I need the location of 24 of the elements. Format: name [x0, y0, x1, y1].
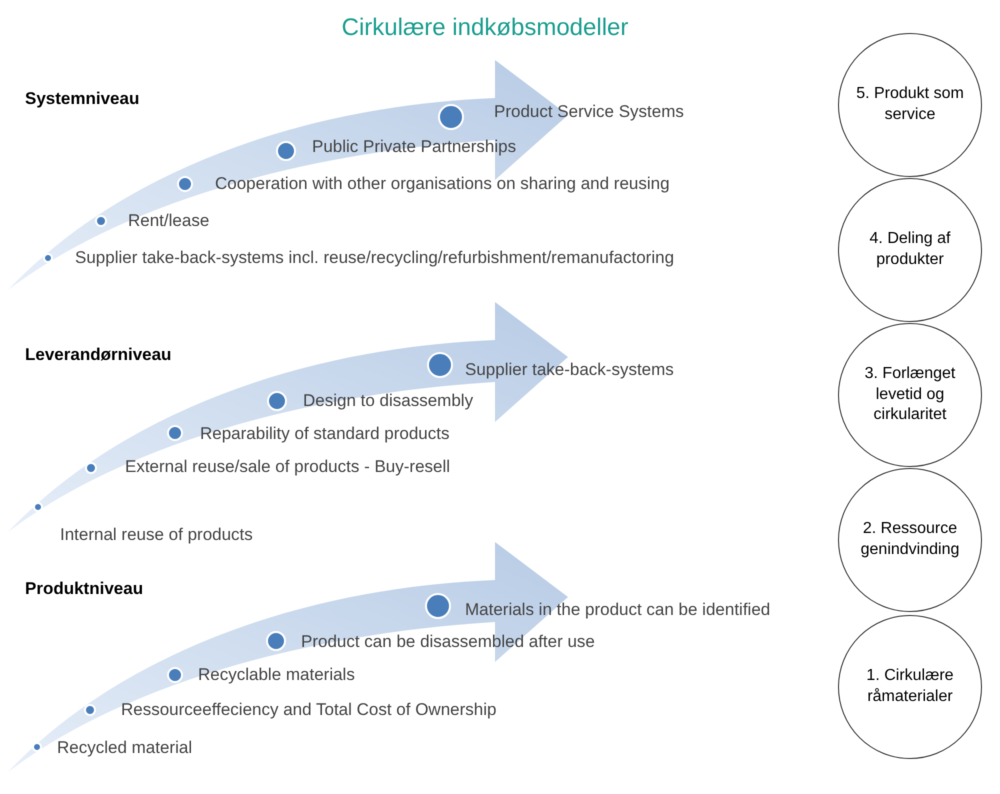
item-text: Ressourceeffeciency and Total Cost of Ownership: [121, 700, 496, 720]
item-text: Recycled material: [57, 738, 192, 758]
item-text: Product can be disassembled after use: [301, 632, 595, 652]
item-text: Supplier take-back-systems: [465, 360, 674, 380]
item-text: Cooperation with other organisations on sharing and reusing: [215, 174, 670, 194]
item-text: Design to disassembly: [303, 391, 474, 411]
item-text: Supplier take-back-systems incl. reuse/recycling/refurbishment/remanufactoring: [75, 248, 674, 268]
level-heading: Leverandørniveau: [25, 345, 172, 365]
item-text: Materials in the product can be identified: [465, 600, 770, 620]
circle-label: 3. Forlænget levetid og cirkularitet: [864, 364, 956, 426]
item-text: Public Private Partnerships: [312, 137, 516, 157]
item-text: Reparability of standard products: [200, 424, 450, 444]
item-text: Rent/lease: [128, 211, 210, 231]
circle-label: 4. Deling af produkter: [868, 229, 952, 270]
circle-label: 2. Ressource genindvinding: [860, 519, 960, 560]
item-text: Recyclable materials: [198, 665, 355, 685]
circle-label: 5. Produkt som service: [855, 84, 965, 125]
level-heading: Produktniveau: [25, 579, 144, 599]
level-heading: Systemniveau: [25, 89, 140, 109]
item-text: Internal reuse of products: [60, 525, 253, 545]
circle-label: 1. Cirkulære råmaterialer: [865, 666, 955, 707]
item-text: External reuse/sale of products - Buy-resell: [125, 457, 450, 477]
item-text: Product Service Systems: [494, 102, 684, 122]
title: Cirkulære indkøbsmodeller: [340, 14, 630, 42]
